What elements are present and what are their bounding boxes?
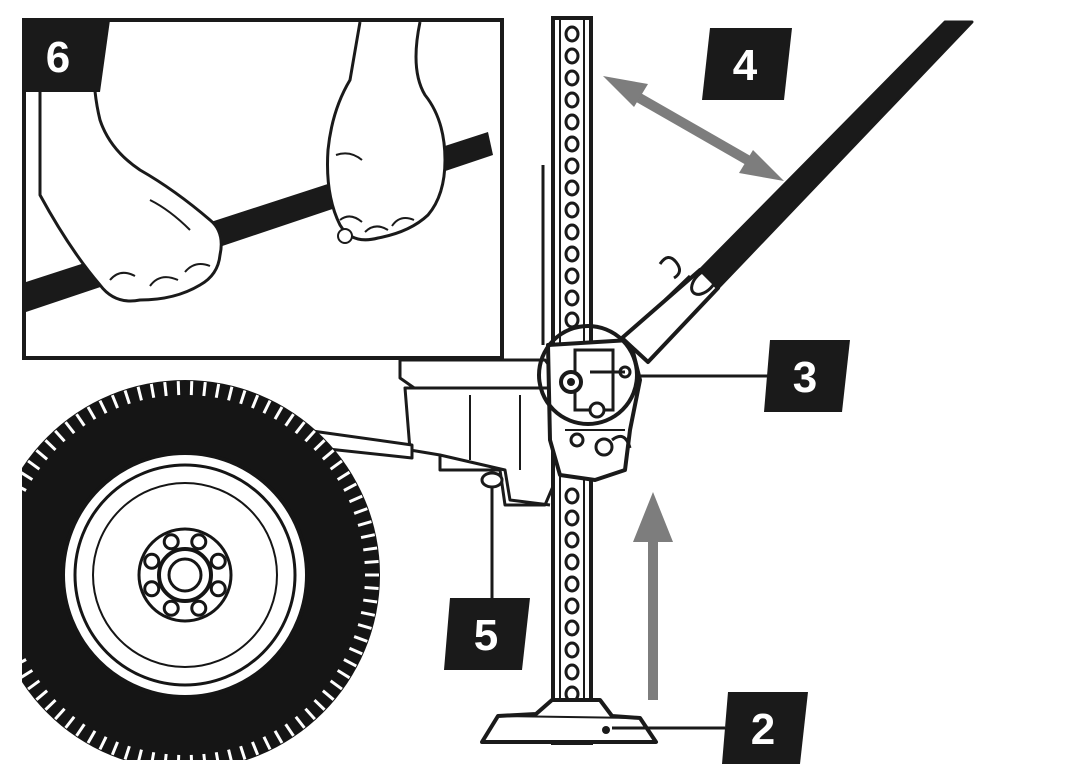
lug-nut	[190, 533, 208, 551]
lug-nut	[209, 552, 227, 570]
frame-lift-point	[480, 471, 504, 489]
lug-nut	[162, 533, 180, 551]
lug-nut	[209, 580, 227, 598]
callout-6: 6	[24, 20, 110, 92]
callout-2: 2	[722, 692, 808, 764]
farm-jack	[480, 16, 974, 745]
callout-3-label: 3	[793, 353, 817, 402]
lug-nut	[190, 599, 208, 617]
callout-2-label: 2	[751, 705, 775, 754]
lift-direction-arrow	[633, 492, 673, 700]
callout-3: 3	[764, 340, 850, 412]
callout-5-label: 5	[474, 611, 498, 660]
lug-nut	[162, 599, 180, 617]
handle-motion-arrow	[603, 76, 784, 181]
trailer-wheel	[0, 380, 380, 770]
leader-lines	[490, 374, 768, 730]
callout-6-label: 6	[46, 33, 70, 82]
callout-4: 4	[702, 28, 792, 100]
callout-5: 5	[444, 598, 530, 670]
lug-nut	[143, 552, 161, 570]
right-hand	[326, 21, 447, 242]
jack-handle	[698, 20, 974, 290]
jack-base	[480, 698, 658, 744]
trailer-frame	[298, 358, 562, 507]
callout-4-label: 4	[733, 41, 758, 90]
lug-nut	[143, 580, 161, 598]
